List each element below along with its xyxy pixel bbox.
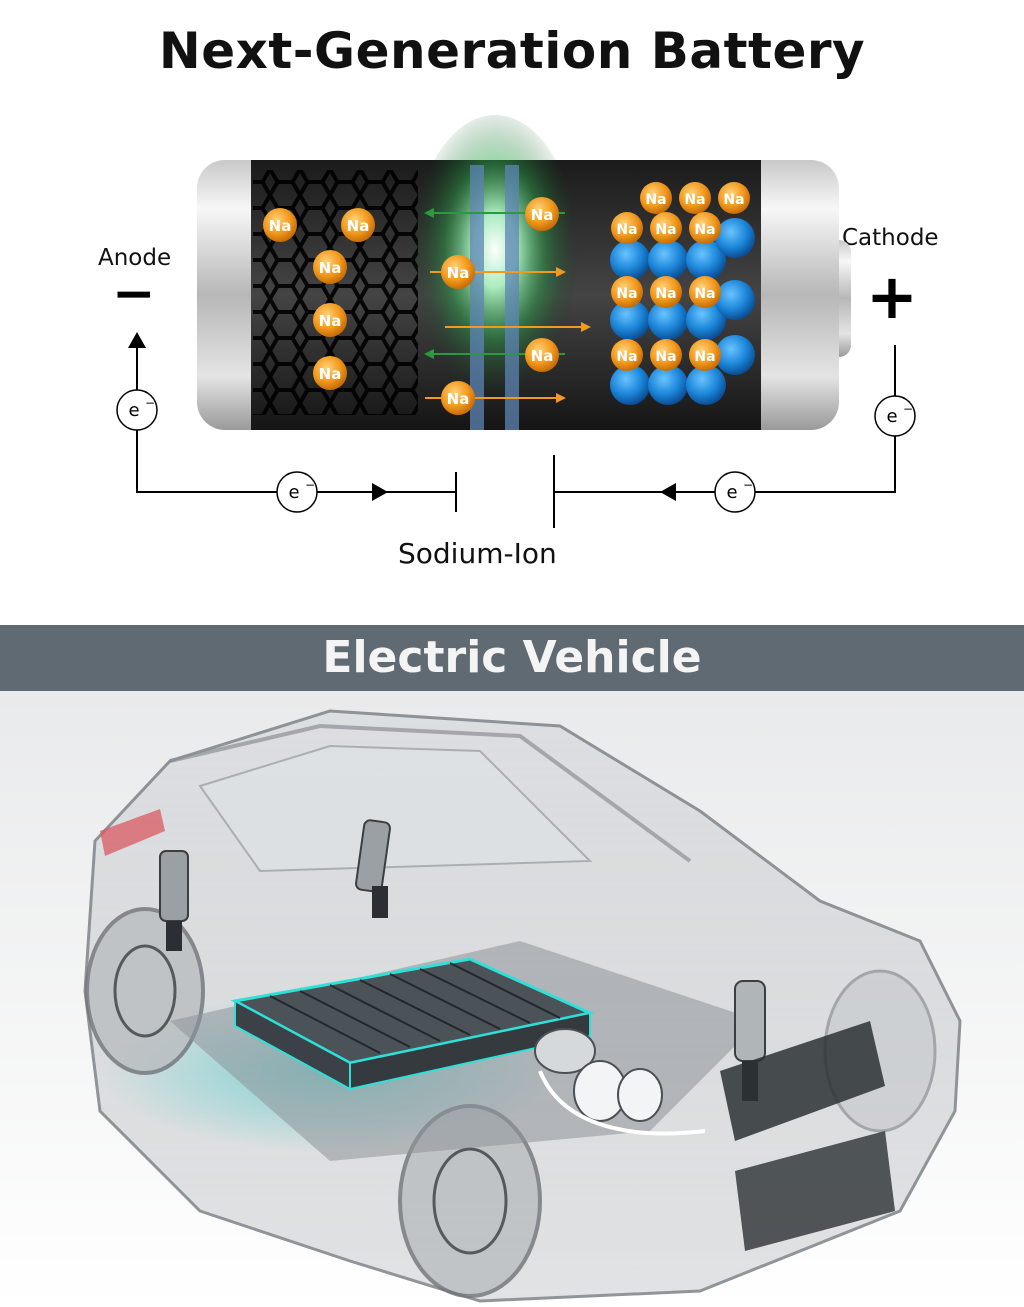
electron-marker: e − <box>276 471 318 513</box>
svg-text:Na: Na <box>694 222 715 238</box>
svg-text:Na: Na <box>684 192 705 208</box>
electron-marker: e − <box>874 395 916 437</box>
svg-text:−: − <box>305 478 315 492</box>
na-ion: Na <box>611 212 643 244</box>
na-ion: Na <box>650 276 682 308</box>
na-ion: Na <box>263 208 297 242</box>
plus-sign: + <box>866 260 918 333</box>
na-ion: Na <box>441 255 475 289</box>
svg-text:Na: Na <box>319 365 342 383</box>
na-ion: Na <box>611 339 643 371</box>
svg-text:Na: Na <box>447 264 470 282</box>
svg-text:Na: Na <box>694 349 715 365</box>
na-ion: Na <box>525 338 559 372</box>
circuit-arrow-left <box>660 483 676 501</box>
separator-left <box>470 165 484 430</box>
svg-text:Na: Na <box>655 349 676 365</box>
rear-strut-right <box>355 819 391 918</box>
section-header: Electric Vehicle <box>0 625 1024 691</box>
na-ion: Na <box>689 339 721 371</box>
battery-diagram: Na Na Na Na Na Na Na Na Na Na Na Na Na N… <box>116 115 916 528</box>
page-title: Next-Generation Battery <box>158 22 866 80</box>
svg-text:Na: Na <box>723 192 744 208</box>
electric-vehicle-illustration <box>0 691 1024 1307</box>
front-wheel <box>398 1104 542 1298</box>
electron-marker: e − <box>116 389 158 431</box>
svg-text:Na: Na <box>655 222 676 238</box>
circuit-arrow-up <box>128 332 146 348</box>
svg-text:Na: Na <box>347 217 370 235</box>
svg-text:e: e <box>288 482 299 503</box>
separator-glow <box>410 115 580 415</box>
radiator <box>720 1021 895 1251</box>
na-ion: Na <box>611 276 643 308</box>
na-ion: Na <box>313 356 347 390</box>
svg-text:Na: Na <box>616 286 637 302</box>
separator-right <box>505 165 519 430</box>
na-ion: Na <box>689 212 721 244</box>
tail-light <box>100 809 165 856</box>
na-ion: Na <box>718 182 750 214</box>
front-motor <box>534 1028 706 1136</box>
na-ion: Na <box>313 303 347 337</box>
rear-wheel <box>85 907 205 1075</box>
svg-text:e: e <box>726 482 737 503</box>
svg-text:−: − <box>145 396 155 410</box>
svg-text:Na: Na <box>447 390 470 408</box>
na-ion: Na <box>650 212 682 244</box>
svg-text:−: − <box>903 402 913 416</box>
svg-text:Na: Na <box>645 192 666 208</box>
svg-text:Na: Na <box>269 217 292 235</box>
circuit-arrow-right <box>372 483 388 501</box>
na-ion: Na <box>441 381 475 415</box>
na-ion: Na <box>525 197 559 231</box>
rear-strut-left <box>159 850 189 951</box>
svg-text:e: e <box>886 406 897 427</box>
svg-text:Na: Na <box>616 222 637 238</box>
na-ion: Na <box>650 339 682 371</box>
svg-text:Na: Na <box>319 259 342 277</box>
na-ion: Na <box>689 276 721 308</box>
svg-text:Na: Na <box>694 286 715 302</box>
minus-sign: − <box>112 264 156 324</box>
svg-text:Na: Na <box>531 347 554 365</box>
svg-text:Na: Na <box>616 349 637 365</box>
anode-label: Anode <box>98 245 172 271</box>
svg-text:Na: Na <box>319 312 342 330</box>
na-ion: Na <box>640 182 672 214</box>
cathode-lattice <box>610 218 755 405</box>
svg-text:−: − <box>743 478 753 492</box>
battery-pack <box>230 957 595 1091</box>
na-ion: Na <box>679 182 711 214</box>
svg-text:Na: Na <box>655 286 676 302</box>
electron-marker: e − <box>714 471 756 513</box>
svg-text:e: e <box>128 400 139 421</box>
na-ion: Na <box>313 250 347 284</box>
svg-text:Na: Na <box>531 206 554 224</box>
cathode-label: Cathode <box>842 225 939 251</box>
sodium-ion-label: Sodium-Ion <box>398 537 557 570</box>
na-ion: Na <box>341 208 375 242</box>
